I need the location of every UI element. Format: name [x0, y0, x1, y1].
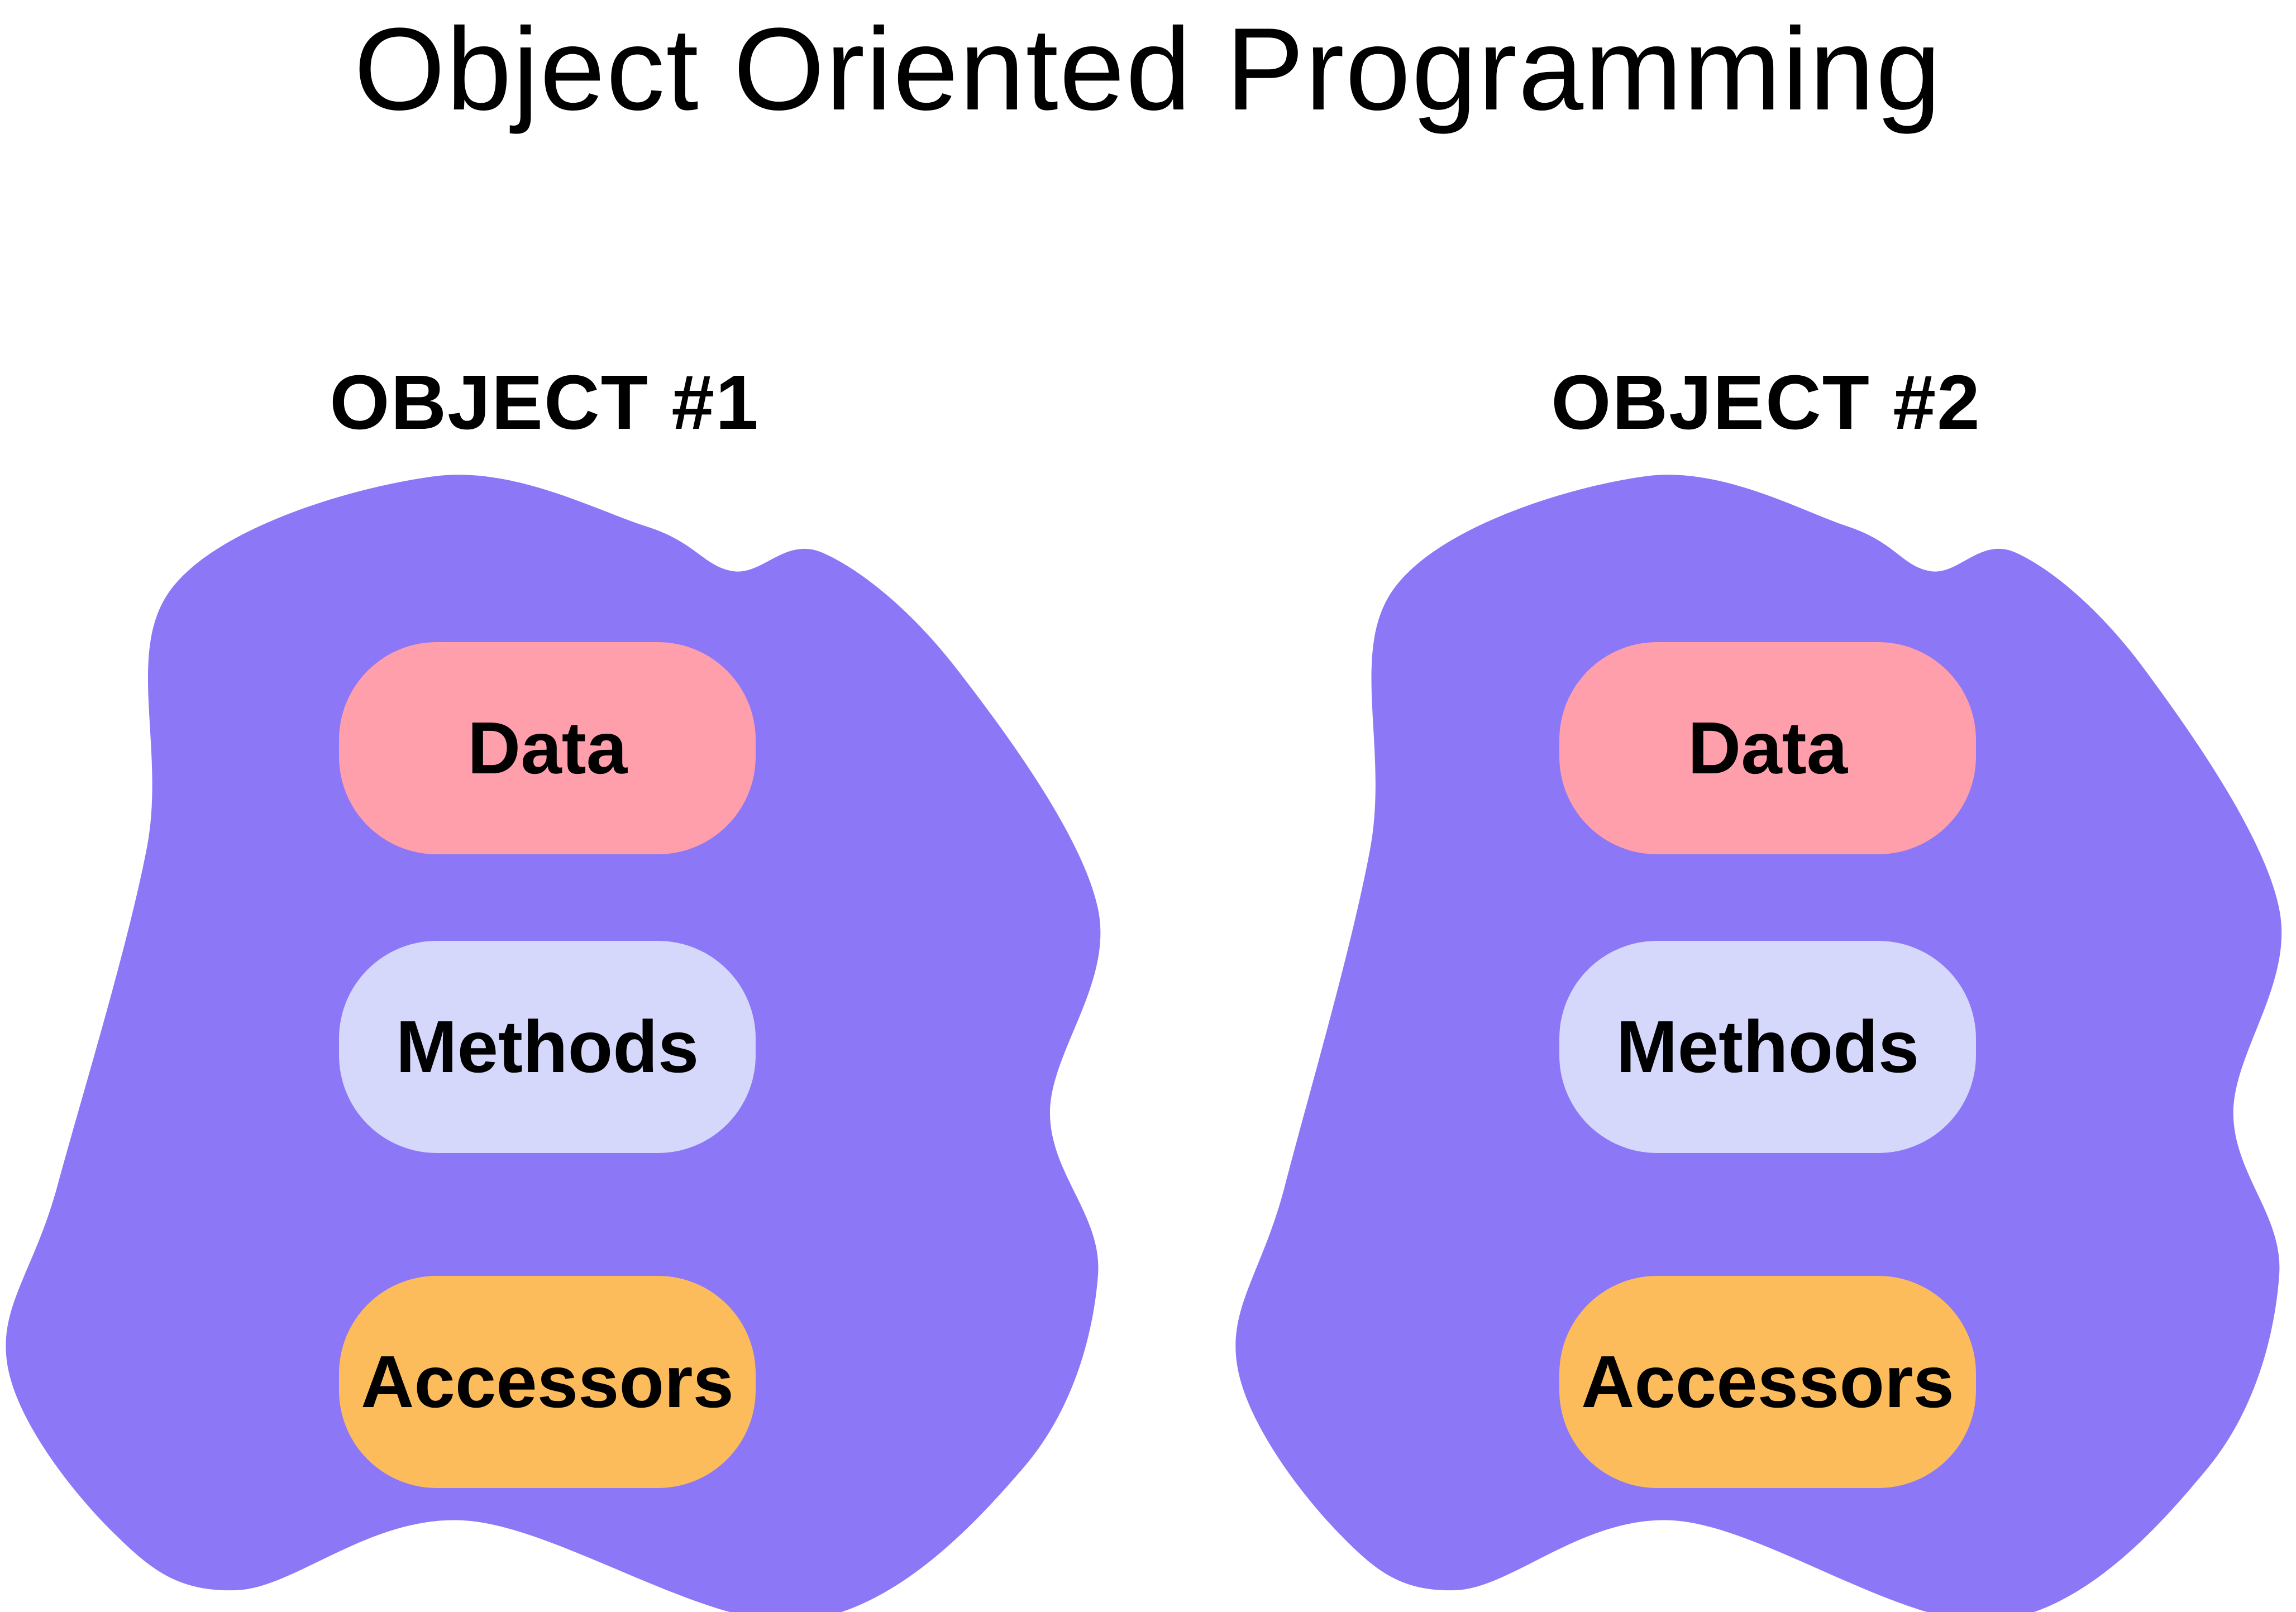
object-2-label: OBJECT #2: [1551, 360, 1981, 446]
pill-label: Accessors: [361, 1341, 734, 1423]
pill-label: Data: [467, 707, 628, 789]
pill-label: Methods: [395, 1006, 699, 1088]
data-pill: Data: [1559, 642, 1976, 854]
object-1-label: OBJECT #1: [330, 360, 760, 446]
page-title: Object Oriented Programming: [354, 3, 1942, 135]
pill-label: Data: [1687, 707, 1848, 789]
pill-label: Accessors: [1581, 1341, 1954, 1423]
accessors-pill: Accessors: [339, 1276, 756, 1488]
pill-label: Methods: [1616, 1006, 1920, 1088]
methods-pill: Methods: [339, 941, 756, 1153]
data-pill: Data: [339, 642, 756, 854]
accessors-pill: Accessors: [1559, 1276, 1976, 1488]
methods-pill: Methods: [1559, 941, 1976, 1153]
